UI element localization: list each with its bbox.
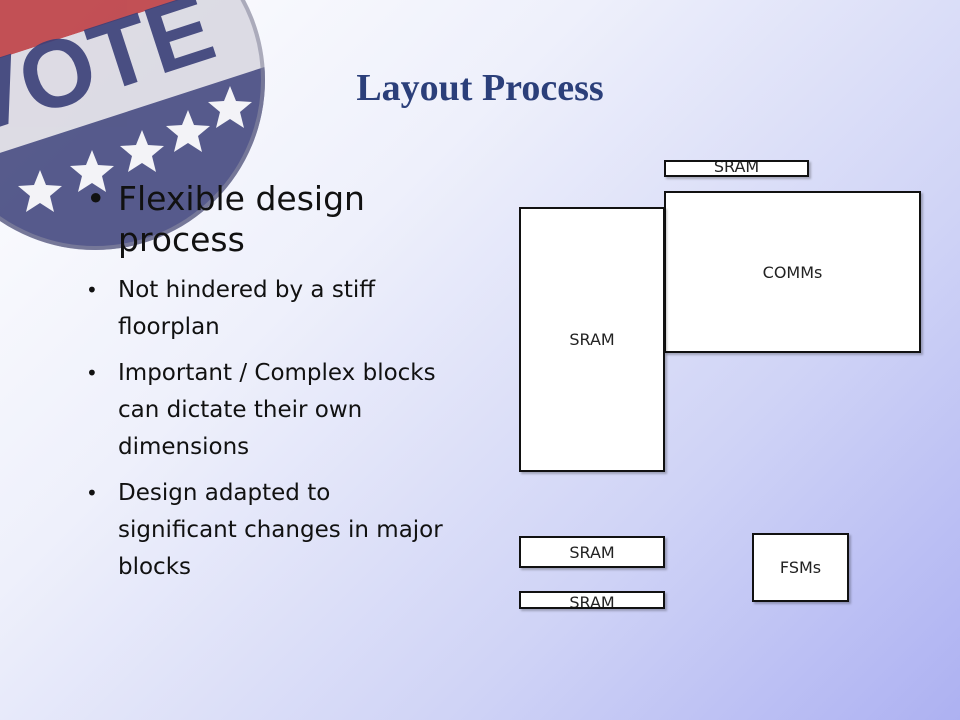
comms-block: COMMs: [664, 191, 921, 353]
block-label: FSMs: [779, 558, 822, 577]
slide-title: Layout Process: [356, 67, 604, 109]
sram-block-top: SRAM: [664, 160, 809, 177]
bullet-list: Flexible design process Not hindered by …: [86, 178, 446, 595]
sram-block-large: SRAM: [519, 207, 665, 472]
fsms-block: FSMs: [752, 533, 849, 602]
sub-bullet: Important / Complex blocks can dictate t…: [86, 355, 446, 466]
sram-block-bottom-1: SRAM: [519, 536, 665, 568]
block-label: SRAM: [569, 592, 615, 609]
main-bullet: Flexible design process: [86, 178, 446, 260]
block-label: SRAM: [713, 160, 760, 176]
sram-block-bottom-2: SRAM: [519, 591, 665, 609]
block-label: SRAM: [569, 542, 615, 562]
sub-bullet: Design adapted to significant changes in…: [86, 475, 446, 586]
block-label: SRAM: [569, 330, 615, 349]
block-label: COMMs: [762, 262, 823, 282]
sub-bullet: Not hindered by a stiff floorplan: [86, 272, 446, 346]
